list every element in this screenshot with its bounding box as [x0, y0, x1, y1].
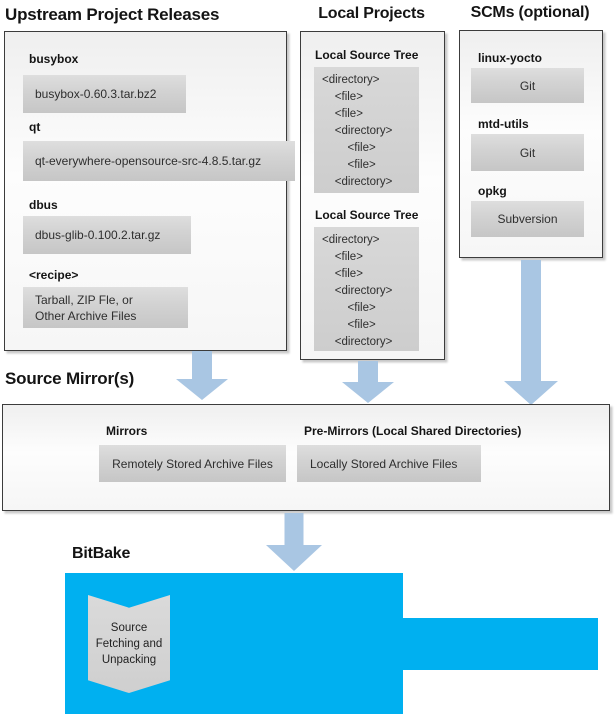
bitbake-title: BitBake [72, 545, 131, 562]
bitbake-block-arm [403, 618, 598, 670]
local-to-mirrors-arrow [342, 361, 394, 403]
recipe-name-label: busybox [29, 52, 79, 66]
local-projects-panel: Local Source Tree <directory> <file> <fi… [300, 31, 445, 360]
recipe-name-label: mtd-utils [478, 117, 529, 131]
archive-file-box: busybox-0.60.3.tar.bz2 [23, 75, 186, 113]
scm-type-box: Git [471, 68, 584, 103]
arrow-head [266, 545, 322, 571]
source-tree-listing: <directory> <file> <file> <directory> <f… [314, 67, 419, 193]
archive-file-box: dbus-glib-0.100.2.tar.gz [23, 216, 191, 254]
local-projects-title: Local Projects [318, 5, 425, 22]
premirrors-label: Pre-Mirrors (Local Shared Directories) [304, 424, 522, 438]
mirrors-label: Mirrors [106, 424, 148, 438]
scms-to-mirrors-arrow [504, 260, 558, 405]
arrow-shaft [358, 361, 378, 382]
local-source-tree-label: Local Source Tree [315, 48, 419, 62]
mirrors-to-bitbake-arrow [266, 513, 322, 571]
source-mirrors-title: Source Mirror(s) [5, 369, 135, 388]
arrow-head [342, 382, 394, 403]
arrow-shaft [284, 513, 304, 545]
local-source-tree-label: Local Source Tree [315, 208, 419, 222]
source-fetching-step-banner: Source Fetching and Unpacking [88, 595, 170, 693]
upstream-releases-panel: busybox busybox-0.60.3.tar.bz2 qt qt-eve… [4, 31, 295, 351]
scm-type-box: Git [471, 134, 584, 171]
source-tree-listing: <directory> <file> <file> <directory> <f… [314, 227, 419, 351]
archive-file-box: Tarball, ZIP Fle, or Other Archive Files [23, 287, 188, 328]
source-mirrors-panel: Mirrors Remotely Stored Archive Files Pr… [2, 404, 610, 511]
recipe-name-label: <recipe> [29, 268, 79, 282]
scms-panel: linux-yocto Git mtd-utils Git opkg Subve… [459, 30, 603, 258]
upstream-to-mirrors-arrow [176, 351, 228, 400]
arrow-head [504, 381, 558, 405]
recipe-name-label: linux-yocto [478, 51, 543, 65]
arrow-shaft [192, 351, 212, 379]
recipe-name-label: qt [29, 120, 41, 134]
premirrors-storage-box: Locally Stored Archive Files [297, 445, 481, 482]
recipe-name-label: dbus [29, 198, 58, 212]
arrow-head [176, 379, 228, 400]
archive-file-box: qt-everywhere-opensource-src-4.8.5.tar.g… [23, 141, 295, 181]
recipe-name-label: opkg [478, 184, 507, 198]
scm-type-box: Subversion [471, 201, 584, 237]
upstream-releases-title: Upstream Project Releases [5, 5, 220, 24]
arrow-shaft [521, 260, 541, 381]
scms-title: SCMs (optional) [470, 4, 590, 21]
mirrors-storage-box: Remotely Stored Archive Files [99, 445, 286, 482]
